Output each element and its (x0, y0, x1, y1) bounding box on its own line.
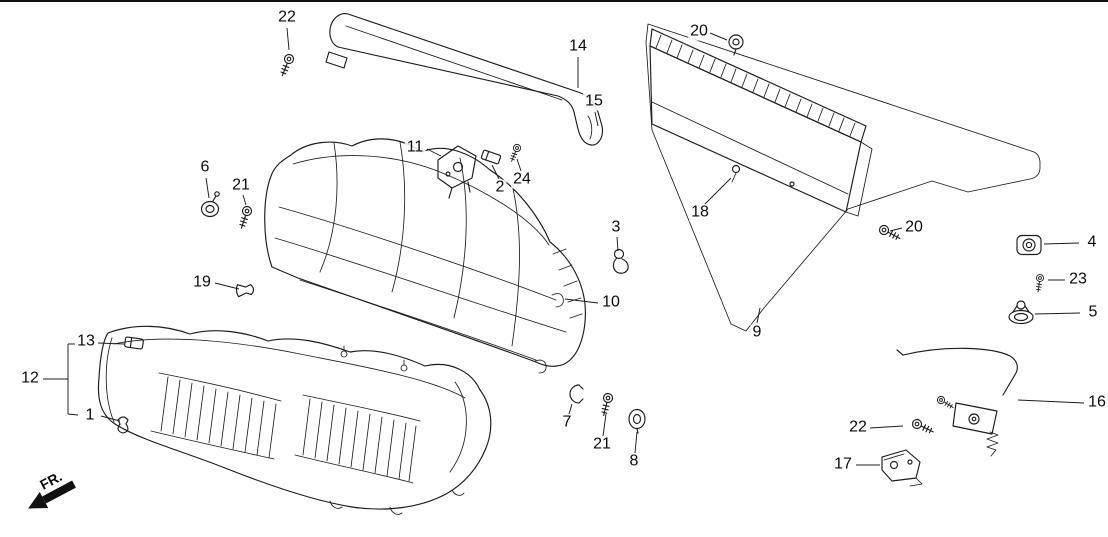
callout-8: 8 (627, 452, 641, 471)
callout-12: 12 (19, 369, 41, 388)
striker-rod-16-icon (896, 347, 1018, 457)
clamp-7-icon (569, 384, 584, 404)
clip-1-icon (117, 416, 129, 434)
callout-17: 17 (832, 455, 854, 474)
callout-20-shelf: 20 (688, 22, 710, 41)
bolt-16-small-icon (935, 394, 956, 412)
washer-8-icon (628, 408, 646, 434)
callout-5: 5 (1086, 303, 1100, 322)
callout-6: 6 (198, 158, 212, 177)
hinge-bracket-11-icon (437, 145, 477, 199)
callout-21-left: 21 (230, 176, 252, 195)
callout-19: 19 (191, 273, 213, 292)
callout-2: 2 (493, 178, 507, 197)
callout-14: 14 (567, 37, 589, 56)
bolt-20-right-icon (877, 223, 903, 243)
fr-arrow-shaft (42, 480, 76, 504)
rail-hook-15 (587, 115, 593, 140)
callout-1: 1 (83, 406, 97, 425)
callout-11: 11 (404, 138, 426, 157)
callout-18: 18 (689, 203, 711, 222)
cushion-loop (451, 489, 465, 496)
cushion-loop (329, 500, 343, 509)
callout-15: 15 (583, 92, 605, 111)
bolt-21-bottom-icon (598, 391, 615, 418)
clip-2-icon (480, 149, 502, 165)
callout-16: 16 (1086, 393, 1108, 412)
knob-5-icon (1008, 300, 1034, 325)
callout-10: 10 (600, 293, 622, 312)
fr-direction-arrow: FR. (28, 468, 76, 509)
seat-back-hook (534, 359, 547, 374)
top-rail-drawing (325, 12, 604, 146)
hook-3-icon (612, 248, 629, 274)
screw-24-icon (507, 142, 523, 164)
seat-cushion-drawing (97, 325, 492, 515)
callout-13: 13 (75, 332, 97, 351)
callout-24: 24 (511, 170, 533, 189)
seat-back-hook (551, 293, 564, 308)
callout-21-bottom: 21 (591, 435, 613, 454)
grommet-6-icon (200, 191, 220, 218)
hardware-drawings (117, 34, 1045, 487)
seat-back-drawing (264, 138, 586, 374)
tray-outline-drawing (645, 23, 1041, 332)
callout-20-bolt: 20 (903, 218, 925, 237)
screw-23-icon (1034, 273, 1045, 293)
callout-3: 3 (609, 218, 623, 237)
nut-4-icon (1016, 234, 1042, 256)
bolt-21-left-icon (236, 204, 254, 231)
clip-13-icon (124, 336, 144, 350)
callout-22-rail: 22 (276, 8, 298, 27)
callout-9: 9 (750, 323, 764, 342)
bolt-22-bottom-icon (910, 417, 936, 437)
grommet-20-top-icon (728, 34, 744, 56)
screw-22-top-icon (277, 52, 296, 78)
callout-4: 4 (1085, 233, 1099, 252)
callout-22-bolt: 22 (847, 418, 869, 437)
callout-23: 23 (1067, 270, 1089, 289)
callout-7: 7 (560, 413, 574, 432)
fr-arrow-head-icon (28, 492, 49, 509)
clip-19-icon (235, 284, 255, 298)
cushion-loop (389, 506, 403, 515)
rear-shelf-drawing (649, 28, 873, 217)
latch-17-icon (881, 449, 923, 487)
leader-lines (43, 27, 1085, 466)
